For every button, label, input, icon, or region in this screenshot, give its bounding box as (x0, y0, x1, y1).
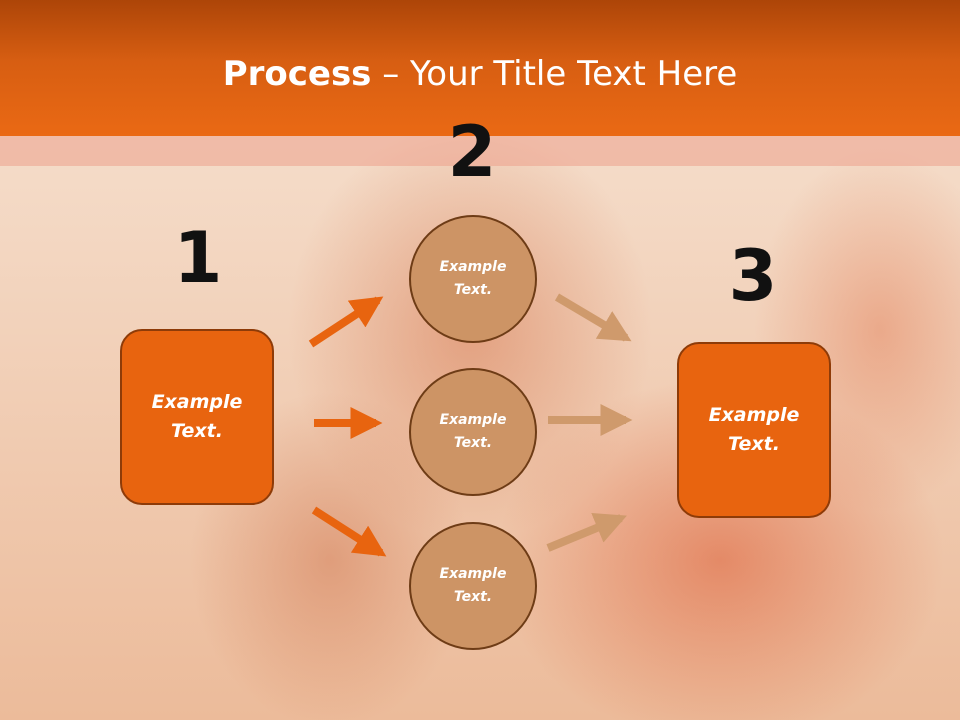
step-number-2: 2 (447, 111, 497, 193)
circle-3: Example Text. (409, 522, 537, 650)
arrow-1-to-circle-1 (308, 296, 384, 348)
step-1-box: Example Text. (120, 329, 274, 505)
step-3-box: Example Text. (677, 342, 831, 518)
arrow-1-to-circle-3 (311, 506, 387, 557)
slide-title: Process – Your Title Text Here (0, 52, 960, 96)
title-bold: Process (222, 54, 372, 94)
arrow-circle-1-to-3 (554, 293, 632, 342)
circle-1: Example Text. (409, 215, 537, 343)
step-number-3: 3 (728, 235, 778, 317)
arrow-circle-3-to-3 (546, 512, 627, 552)
title-bar (0, 0, 960, 136)
title-rest: – Your Title Text Here (371, 54, 738, 94)
circle-2: Example Text. (409, 368, 537, 496)
header-band (0, 136, 960, 166)
step-number-1: 1 (173, 217, 223, 299)
